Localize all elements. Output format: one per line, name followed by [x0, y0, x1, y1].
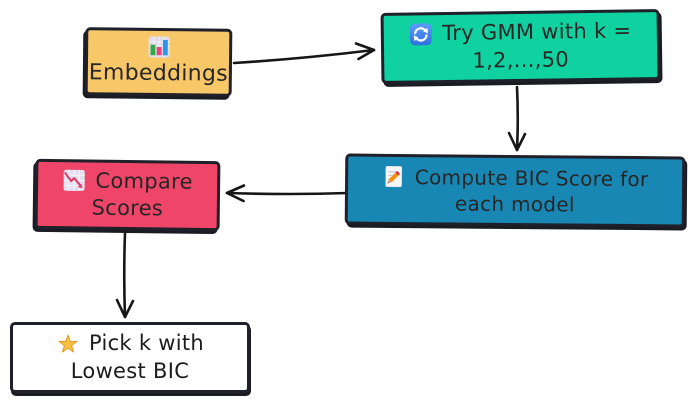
node-embeddings: Embeddings — [84, 27, 233, 97]
node-try-gmm-label-line1: Try GMM with k = — [442, 18, 632, 46]
arrow-try-gmm-to-compute-bic — [507, 85, 527, 152]
node-compare-scores-label-line2: Scores — [91, 195, 164, 221]
node-compare-scores: Compare Scores — [34, 158, 221, 232]
node-pick-k: Pick k with Lowest BIC — [10, 322, 250, 393]
refresh-icon — [409, 22, 433, 46]
node-pick-k-label-line1: Pick k with — [88, 331, 205, 356]
node-try-gmm: Try GMM with k = 1,2,...,50 — [380, 9, 661, 84]
arrow-compare-scores-to-pick-k — [115, 231, 135, 319]
node-compute-bic-label-line2: each model — [454, 190, 575, 217]
bar-chart-icon — [146, 35, 172, 59]
node-try-gmm-label-line2: 1,2,...,50 — [472, 46, 570, 73]
node-embeddings-label: Embeddings — [88, 60, 229, 87]
arrow-compute-bic-to-compare-scores — [225, 184, 350, 203]
chart-decreasing-icon — [62, 169, 86, 193]
node-compare-scores-label-line1: Compare — [95, 168, 193, 194]
node-compute-bic: Compute BIC Score for each model — [344, 153, 686, 228]
node-pick-k-label-line2: Lowest BIC — [70, 358, 190, 383]
arrow-embeddings-to-try-gmm — [232, 42, 376, 65]
memo-icon — [382, 164, 406, 188]
star-icon — [56, 332, 80, 356]
node-compute-bic-label-line1: Compute BIC Score for — [414, 164, 649, 191]
